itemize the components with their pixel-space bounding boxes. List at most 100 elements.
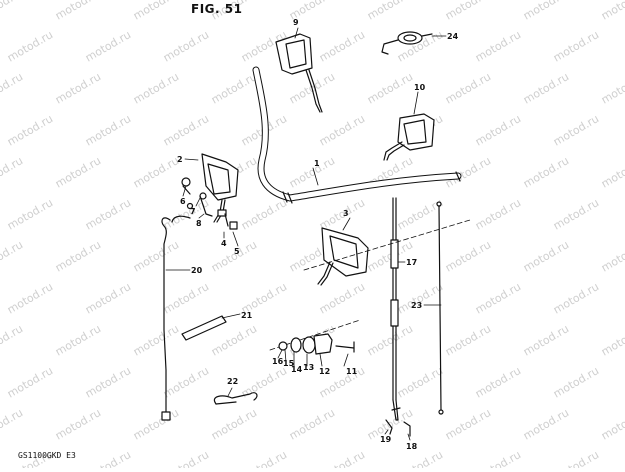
watermark-text: motod.ru [317, 448, 367, 468]
callout-18: 18 [406, 442, 418, 451]
callout-24: 24 [447, 32, 459, 41]
watermark-text: motod.ru [5, 28, 55, 64]
callout-leaders [165, 27, 447, 441]
watermark-text: motod.ru [599, 0, 625, 23]
watermark-text: motod.ru [131, 70, 181, 106]
watermark-text: motod.ru [131, 154, 181, 190]
callout-16: 16 [272, 357, 284, 366]
callout-19: 19 [380, 435, 392, 444]
watermark-text: motod.ru [365, 70, 415, 106]
mirror-left-upper [275, 33, 323, 113]
watermark-text: motod.ru [365, 322, 415, 358]
watermark-text: motod.ru [599, 70, 625, 106]
callout-8: 8 [196, 219, 202, 228]
watermark-text: motod.ru [131, 406, 181, 442]
watermark-text: motod.ru [599, 238, 625, 274]
watermark-text: motod.ru [5, 112, 55, 148]
callout-20: 20 [191, 266, 203, 275]
watermark-text: motod.ru [551, 280, 601, 316]
callout-3: 3 [343, 209, 349, 218]
watermark-text: motod.ru [395, 280, 445, 316]
watermark-text: motod.ru [83, 28, 133, 64]
figure-title: FIG. 51 [191, 2, 243, 16]
watermark-text: motod.ru [395, 364, 445, 400]
part-22 [213, 392, 258, 405]
callout-9: 9 [293, 18, 299, 27]
watermark-text: motod.ru [83, 448, 133, 468]
callout-6: 6 [180, 197, 186, 206]
watermark-text: motod.ru [551, 448, 601, 468]
callout-17: 17 [406, 258, 417, 267]
watermark-text: motod.ru [473, 28, 523, 64]
callout-4: 4 [221, 239, 227, 248]
watermark-text: motod.ru [599, 406, 625, 442]
watermark-text: motod.ru [5, 364, 55, 400]
watermark-text: motod.ru [473, 364, 523, 400]
callout-11: 11 [346, 367, 358, 376]
watermark-text: motod.ru [365, 0, 415, 23]
watermark-text: motod.ru [473, 196, 523, 232]
watermark-text: motod.ru [53, 70, 103, 106]
watermark-text: motod.ru [161, 364, 211, 400]
watermark-text: motod.ru [53, 238, 103, 274]
watermark-text: motod.ru [443, 154, 493, 190]
callout-13: 13 [303, 363, 314, 372]
watermark-text: motod.ru [521, 70, 571, 106]
watermark-text: motod.ru [0, 238, 25, 274]
watermark-text: motod.ru [473, 112, 523, 148]
part-21 [181, 315, 227, 341]
watermark-text: motod.ru [287, 406, 337, 442]
watermark-text: motod.ru [521, 0, 571, 23]
watermark-text: motod.ru [83, 280, 133, 316]
watermark-text: motod.ru [443, 70, 493, 106]
watermark-text: motod.ru [521, 406, 571, 442]
watermark-text: motod.ru [395, 448, 445, 468]
watermark-text: motod.ru [0, 322, 25, 358]
callout-14: 14 [291, 365, 303, 374]
callout-12: 12 [319, 367, 330, 376]
watermark-text: motod.ru [395, 196, 445, 232]
watermark-text: motod.ru [83, 112, 133, 148]
callout-2: 2 [177, 155, 183, 164]
watermark-text: motod.ru [161, 28, 211, 64]
watermark-text: motod.ru [551, 196, 601, 232]
cable-20 [161, 215, 191, 421]
watermark-text: motod.ru [443, 238, 493, 274]
callout-21: 21 [241, 311, 253, 320]
callout-23: 23 [411, 301, 422, 310]
watermark-text: motod.ru [161, 448, 211, 468]
watermark-text: motod.ru [161, 280, 211, 316]
handlebar [252, 66, 462, 204]
cable-23 [436, 201, 444, 415]
watermark-text: motod.ru [0, 406, 25, 442]
callout-7: 7 [190, 207, 196, 216]
watermark-text: motod.ru [521, 322, 571, 358]
clamp-24 [381, 31, 433, 55]
callout-15: 15 [283, 359, 295, 368]
small-parts-left [181, 177, 238, 230]
watermark-text: motod.ru [131, 238, 181, 274]
switch-parts [278, 333, 355, 355]
watermark-text: motod.ru [473, 448, 523, 468]
watermark-text: motod.ru [317, 112, 367, 148]
watermark-text: motod.ru [83, 364, 133, 400]
watermark-text: motod.ru [53, 322, 103, 358]
watermark-text: motod.ru [239, 448, 289, 468]
watermark-text: motod.ru [131, 322, 181, 358]
watermark-text: motod.ru [0, 0, 25, 23]
cable-17 [390, 197, 401, 421]
callout-10: 10 [414, 83, 426, 92]
mirror-center [317, 227, 369, 286]
watermark-text: motod.ru [443, 0, 493, 23]
watermark-text: motod.ru [473, 280, 523, 316]
watermark-text: motod.ru [209, 70, 259, 106]
callout-22: 22 [227, 377, 238, 386]
watermark-text: motod.ru [209, 238, 259, 274]
watermark-text: motod.ru [131, 0, 181, 23]
watermark-text: motod.ru [287, 154, 337, 190]
watermark-text: motod.ru [443, 406, 493, 442]
small-parts-bottom [385, 419, 411, 437]
watermark-text: motod.ru [0, 70, 25, 106]
watermark-text: motod.ru [209, 322, 259, 358]
